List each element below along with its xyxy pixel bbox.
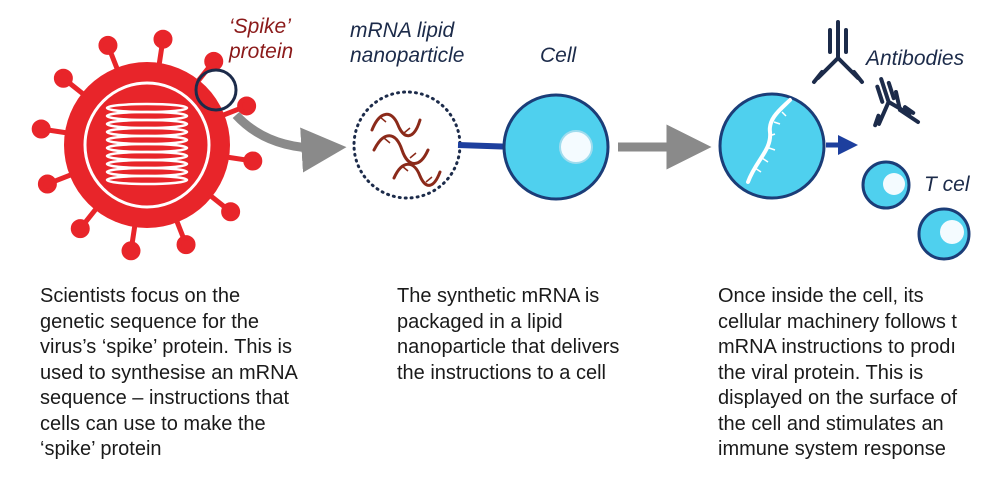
virus-spike-tip xyxy=(237,96,257,116)
step3-description: Once inside the cell, its cellular machi… xyxy=(718,284,986,463)
step2-description: The synthetic mRNA is packaged in a lipi… xyxy=(397,284,619,386)
cell-icon xyxy=(502,93,610,201)
step2-line: the instructions to a cell xyxy=(397,361,606,384)
spike-label-line1: ‘Spike’ xyxy=(229,15,291,38)
step3-line: immune system response xyxy=(718,438,946,460)
virus-spike-tip xyxy=(37,174,57,194)
virus-spike-tip xyxy=(53,68,73,88)
step1-line: sequence – instructions that xyxy=(40,387,290,409)
step2-line: The synthetic mRNA is xyxy=(397,285,600,307)
arrow-virus-to-nanoparticle xyxy=(232,111,347,173)
step3-line: the cell and stimulates an xyxy=(718,412,944,435)
virus-spike-tip xyxy=(176,235,196,255)
virus-spike-tip xyxy=(98,35,118,55)
step2-line: nanoparticle that delivers xyxy=(397,336,620,358)
step1-line: Scientists focus on the xyxy=(40,285,241,307)
virus-spike-tip xyxy=(153,29,173,49)
lnp-label-line2: nanoparticle xyxy=(350,44,465,67)
step3-line: Once inside the cell, its xyxy=(718,285,924,307)
cell-label: Cell xyxy=(540,44,577,67)
antibody-icon xyxy=(812,20,920,128)
antibodies-label: Antibodies xyxy=(866,47,965,70)
step3-line: mRNA instructions to prodı xyxy=(718,336,956,358)
step1-line: genetic sequence for the xyxy=(40,310,260,333)
t-cells-label: T cel xyxy=(924,173,970,196)
spike-highlight-circle xyxy=(194,68,238,112)
step3-line: displayed on the surface of xyxy=(718,387,958,409)
infected-cell-icon xyxy=(718,92,826,200)
virus-spike-tip xyxy=(70,219,90,239)
step1-line: virus’s ‘spike’ protein. This is xyxy=(40,336,292,358)
step3-line: cellular machinery follows t xyxy=(718,310,957,333)
t-cell-icon xyxy=(861,160,971,261)
step3-line: the viral protein. This is xyxy=(718,361,924,384)
step1-line: used to synthesise an mRNA xyxy=(40,361,298,384)
lnp-label: mRNA lipid nanoparticle xyxy=(350,18,464,68)
step1-line: cells can use to make the xyxy=(40,412,266,435)
spike-protein-label: ‘Spike’ protein xyxy=(229,14,293,64)
virus-spike-tip xyxy=(121,241,141,261)
virus-spike-tip xyxy=(204,51,224,71)
lipid-nanoparticle-icon xyxy=(352,90,462,200)
step1-line: ‘spike’ protein xyxy=(40,438,162,460)
step2-line: packaged in a lipid xyxy=(397,310,563,333)
spike-label-line2: protein xyxy=(229,40,294,63)
virus-spike-tip xyxy=(31,119,51,139)
virus-icon xyxy=(31,29,263,261)
lnp-label-line1: mRNA lipid xyxy=(350,19,455,42)
virus-spike-tip xyxy=(243,151,263,171)
step1-description: Scientists focus on the genetic sequence… xyxy=(40,284,298,463)
virus-spike-tip xyxy=(221,202,241,222)
virus-rna-coil xyxy=(105,174,189,186)
